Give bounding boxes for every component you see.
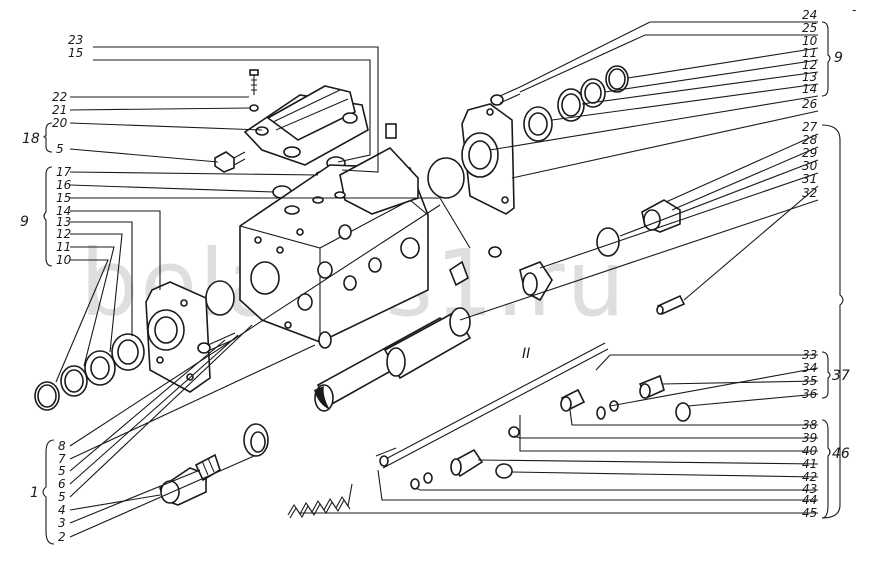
seal-ring-12-left-inner	[64, 369, 84, 393]
spring-part-45	[287, 483, 353, 519]
label-15-left: 15	[56, 191, 71, 205]
label-25: 25	[802, 21, 817, 35]
bracket-label-9-left: 9	[20, 214, 29, 230]
cover-plate-part	[243, 85, 369, 166]
seal-ring-13-right-inner	[561, 93, 581, 117]
label-31: 31	[802, 172, 817, 186]
label-11-right: 11	[802, 46, 817, 60]
sleeve-part-35	[638, 374, 665, 400]
label-22: 22	[52, 90, 67, 104]
label-10-right: 10	[802, 34, 818, 48]
bracket-label-46: 46	[832, 446, 850, 462]
small-ring-38	[508, 426, 520, 438]
label-6: 6	[58, 477, 66, 491]
label-13-left: 13	[56, 215, 71, 229]
label-15-top: 15	[68, 46, 83, 60]
label-29: 29	[802, 146, 817, 160]
label-12-right: 12	[802, 58, 817, 72]
label-43: 43	[802, 482, 817, 496]
label-26: 26	[802, 97, 818, 111]
small-ring-26	[488, 246, 502, 258]
seal-ring-14-left-inner	[117, 339, 139, 365]
seal-ring-11-left-inner	[37, 384, 57, 408]
bracket-label-9-right: 9	[834, 50, 843, 66]
label-21: 21	[52, 103, 67, 117]
label-45: 45	[802, 506, 817, 520]
o-ring-30	[596, 227, 620, 257]
label-8: 8	[58, 439, 66, 453]
plug-part-7	[318, 331, 332, 349]
label-23: 23	[68, 33, 83, 47]
left-flange-cover-part	[145, 281, 211, 393]
label-11-left: 11	[56, 240, 71, 254]
spool-end-part	[519, 261, 553, 302]
label-27: 27	[802, 120, 818, 134]
right-flange-cover-part	[461, 103, 515, 215]
label-16: 16	[56, 178, 72, 192]
label-34: 34	[802, 361, 817, 375]
label-44: 44	[802, 493, 817, 507]
label-2: 2	[58, 530, 66, 544]
small-ring-43	[410, 478, 420, 490]
small-ring-34	[596, 406, 606, 420]
label-13-right: 13	[802, 70, 817, 84]
spool-part	[314, 307, 472, 412]
o-ring-left-flange	[205, 280, 235, 316]
pin-part-32	[656, 294, 686, 316]
label-17: 17	[56, 165, 72, 179]
label-32: 32	[802, 186, 817, 200]
seal-ring-14-right-inner	[528, 112, 548, 136]
leader-lines	[55, 21, 819, 538]
label-40: 40	[802, 444, 818, 458]
mark-ii: II	[522, 346, 530, 362]
label-7: 7	[58, 452, 66, 466]
bracket-label-1: 1	[30, 485, 39, 501]
label-41: 41	[802, 457, 817, 471]
seal-ring-11-right-inner	[608, 68, 626, 90]
label-14-left: 14	[56, 204, 71, 218]
seal-ring-13-left-inner	[90, 356, 110, 380]
label-12-left: 12	[56, 227, 71, 241]
o-ring-15-right	[427, 157, 465, 199]
long-rod-part	[375, 342, 609, 469]
corner-mark: -	[852, 3, 856, 17]
label-28: 28	[802, 133, 818, 147]
label-3: 3	[58, 516, 66, 530]
seal-ring-12-right-inner	[584, 82, 602, 104]
label-30: 30	[802, 159, 818, 173]
label-5-bottom-a: 5	[58, 464, 66, 478]
label-39: 39	[802, 431, 817, 445]
bracket-label-37: 37	[832, 368, 850, 384]
label-4: 4	[58, 503, 66, 517]
bracket-label-18: 18	[22, 131, 40, 147]
part-labels: 24 25 10 11 12 13 14 26 27 28 29 30 31 3…	[20, 8, 850, 544]
label-42: 42	[802, 470, 817, 484]
washer-part	[243, 423, 269, 457]
o-ring-42	[495, 463, 513, 479]
label-5-bottom-b: 5	[58, 490, 66, 504]
label-20: 20	[52, 116, 68, 130]
sleeve-part-41	[450, 448, 484, 478]
small-ring-44	[423, 472, 433, 484]
o-ring-36	[675, 402, 691, 422]
label-14-right: 14	[802, 82, 817, 96]
label-24: 24	[802, 8, 817, 22]
sleeve-part-33	[560, 388, 586, 412]
end-plug-part	[159, 453, 221, 506]
spring-cup-part	[449, 260, 469, 287]
bolt-part-22	[249, 69, 259, 112]
label-33: 33	[802, 348, 817, 362]
bolt-part-5	[214, 151, 246, 173]
label-10-left: 10	[56, 253, 72, 267]
label-36: 36	[802, 387, 818, 401]
brackets	[42, 21, 844, 545]
label-35: 35	[802, 374, 817, 388]
screw-part-24	[490, 86, 521, 106]
label-5-top: 5	[56, 142, 64, 156]
label-38: 38	[802, 418, 818, 432]
